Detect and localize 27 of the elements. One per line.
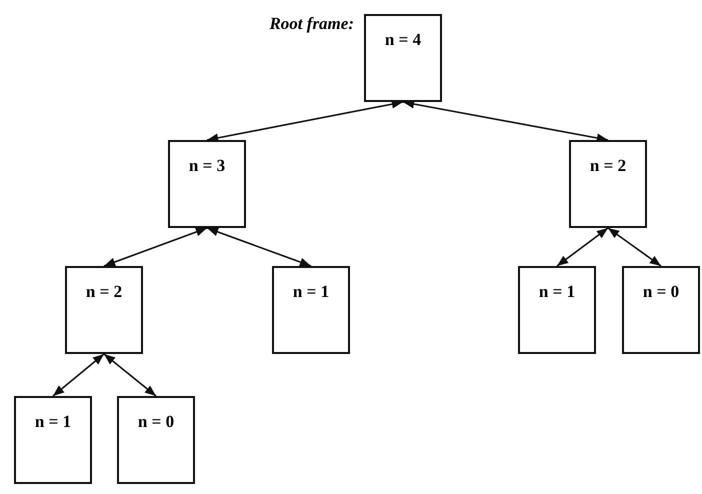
arrow — [104, 353, 156, 397]
arrow — [402, 100, 608, 142]
frame-box — [14, 396, 92, 484]
frame-box — [117, 396, 195, 484]
frame-box — [65, 266, 143, 354]
node-label: n = 1 — [292, 282, 330, 302]
arrow — [608, 227, 662, 267]
node-label: n = 1 — [34, 412, 72, 432]
frame-box — [622, 266, 700, 354]
frame-box — [518, 266, 596, 354]
node-label: n = 3 — [188, 156, 226, 176]
frame-box — [168, 140, 246, 228]
frame-box — [569, 140, 647, 228]
arrow — [556, 227, 608, 267]
arrow — [206, 227, 312, 267]
arrow — [104, 227, 208, 267]
node-label: n = 0 — [642, 282, 680, 302]
frame-box — [364, 14, 442, 102]
node-label: n = 2 — [588, 156, 628, 176]
arrow — [206, 100, 404, 142]
node-label: n = 4 — [384, 30, 422, 50]
frame-box — [272, 266, 350, 354]
node-label: n = 0 — [136, 412, 176, 432]
node-label: n = 2 — [84, 282, 124, 302]
arrow — [52, 353, 104, 397]
node-caption: Root frame: — [269, 14, 354, 34]
node-label: n = 1 — [538, 282, 576, 302]
